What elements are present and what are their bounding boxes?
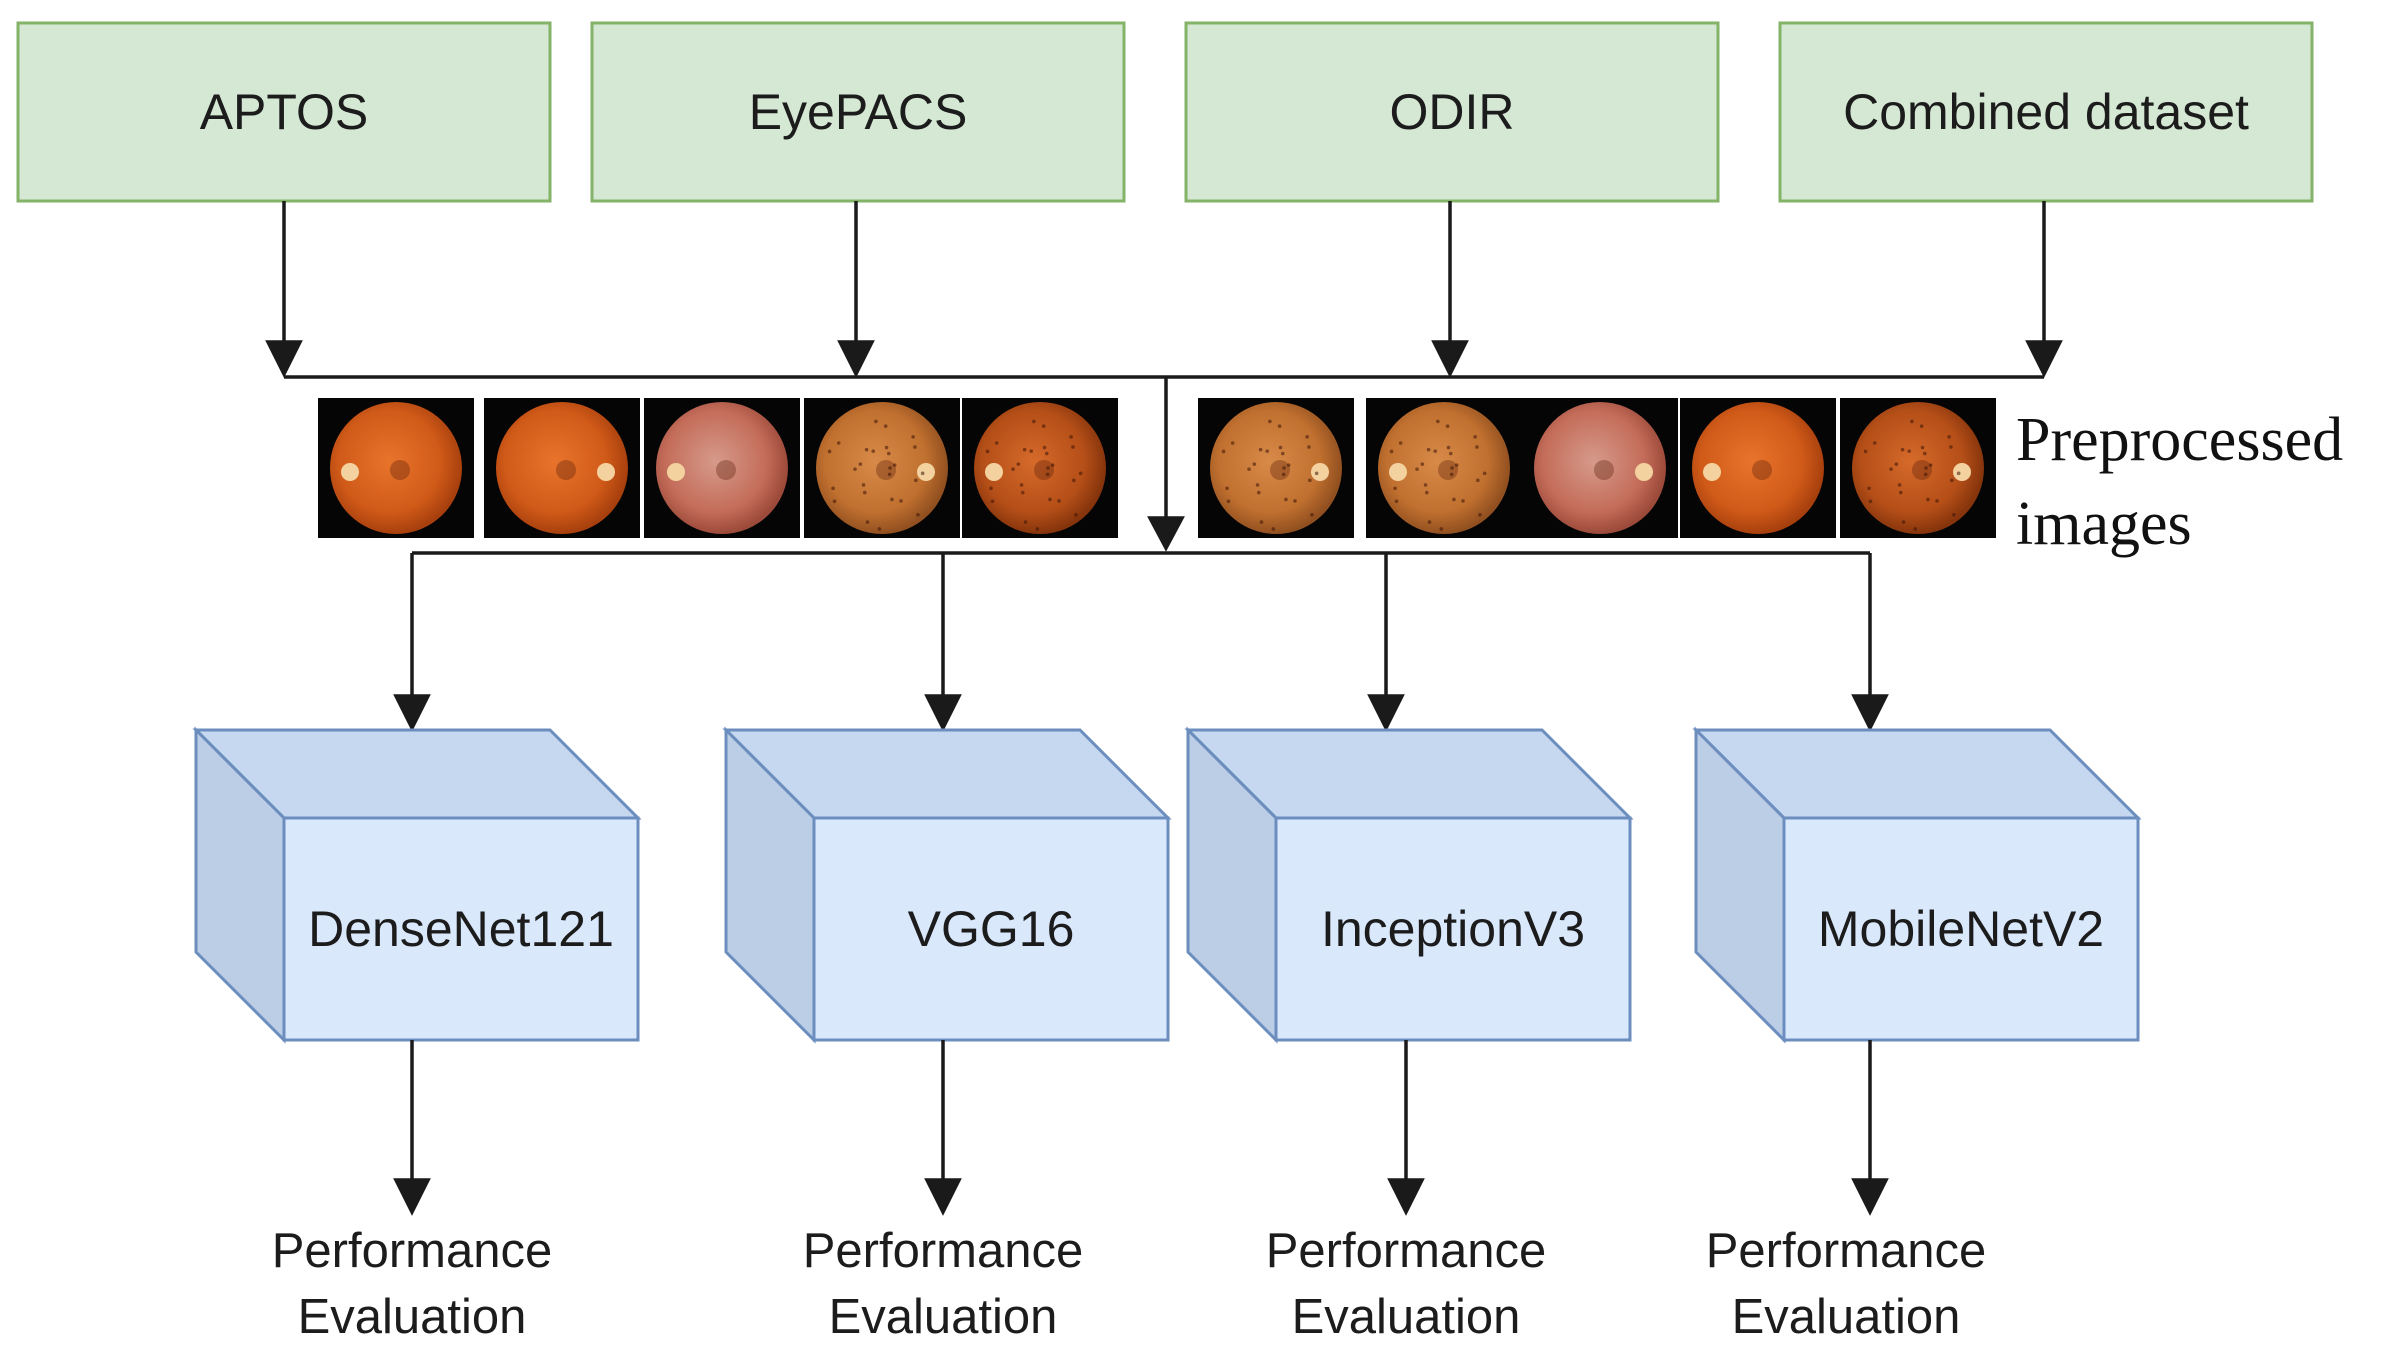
model-block-inceptionv3 — [1184, 726, 1634, 1044]
fundus-image-icon — [318, 398, 474, 538]
fundus-image-icon — [1522, 398, 1678, 538]
fundus-image-icon — [962, 398, 1118, 538]
fundus-image-icon — [1366, 398, 1522, 538]
dataset-arrows — [265, 201, 2063, 378]
arrowhead-icon — [393, 1178, 431, 1216]
dataset-box-eyepacs — [590, 21, 1126, 203]
arrowhead-icon — [1851, 694, 1889, 732]
fundus-image-icon — [644, 398, 800, 538]
model-block-vgg16 — [722, 726, 1172, 1044]
evaluation-line-1: Performance — [1705, 1224, 1987, 1278]
arrowhead-icon — [393, 694, 431, 732]
dataset-label-eyepacs: EyePACS — [748, 84, 968, 140]
dataset-label-aptos: APTOS — [199, 84, 369, 140]
dataset-box-odir — [1184, 21, 1720, 203]
dataset-label-odir: ODIR — [1389, 84, 1515, 140]
evaluation-line-2: Evaluation — [1291, 1290, 1521, 1344]
model-arrows — [393, 553, 1889, 732]
preprocessed-images-label: Preprocessed images — [2016, 398, 2400, 566]
arrowhead-icon — [265, 340, 303, 378]
evaluation-line-2: Evaluation — [1731, 1290, 1961, 1344]
fundus-image-icon — [804, 398, 960, 538]
dataset-box-combined — [1778, 21, 2314, 203]
evaluation-line-2: Evaluation — [828, 1290, 1058, 1344]
arrowhead-icon — [1431, 340, 1469, 378]
model-label-inceptionv3: InceptionV3 — [1320, 901, 1586, 957]
model-block-mobilenetv2 — [1692, 726, 2142, 1044]
model-label-vgg16: VGG16 — [907, 901, 1075, 957]
preprocessed-image-strip — [318, 398, 1996, 538]
evaluation-line-2: Evaluation — [297, 1290, 527, 1344]
evaluation-line-1: Performance — [1265, 1224, 1547, 1278]
model-label-mobilenetv2: MobileNetV2 — [1817, 901, 2105, 957]
performance-evaluation-1: Performance Evaluation — [232, 1214, 592, 1354]
arrowhead-icon — [2025, 340, 2063, 378]
preprocessed-line-2: images — [2016, 490, 2192, 558]
evaluation-arrows — [393, 1040, 1889, 1216]
performance-evaluation-4: Performance Evaluation — [1666, 1214, 2026, 1354]
fundus-image-icon — [1198, 398, 1354, 538]
model-label-densenet121: DenseNet121 — [308, 901, 614, 957]
evaluation-line-1: Performance — [271, 1224, 553, 1278]
dataset-label-combined: Combined dataset — [1843, 84, 2249, 140]
arrowhead-icon — [1387, 1178, 1425, 1216]
arrowhead-icon — [1367, 694, 1405, 732]
fundus-image-icon — [1680, 398, 1836, 538]
arrowhead-icon — [837, 340, 875, 378]
arrowhead-icon — [1147, 516, 1185, 552]
arrowhead-icon — [924, 694, 962, 732]
performance-evaluation-2: Performance Evaluation — [763, 1214, 1123, 1354]
evaluation-line-1: Performance — [802, 1224, 1084, 1278]
model-block-densenet121 — [192, 726, 642, 1044]
arrowhead-icon — [1851, 1178, 1889, 1216]
performance-evaluation-3: Performance Evaluation — [1226, 1214, 1586, 1354]
fundus-image-icon — [484, 398, 640, 538]
preprocessed-line-1: Preprocessed — [2016, 406, 2344, 474]
fundus-image-icon — [1840, 398, 1996, 538]
arrowhead-icon — [924, 1178, 962, 1216]
central-arrow — [1147, 377, 1185, 552]
dataset-box-aptos — [16, 21, 552, 203]
